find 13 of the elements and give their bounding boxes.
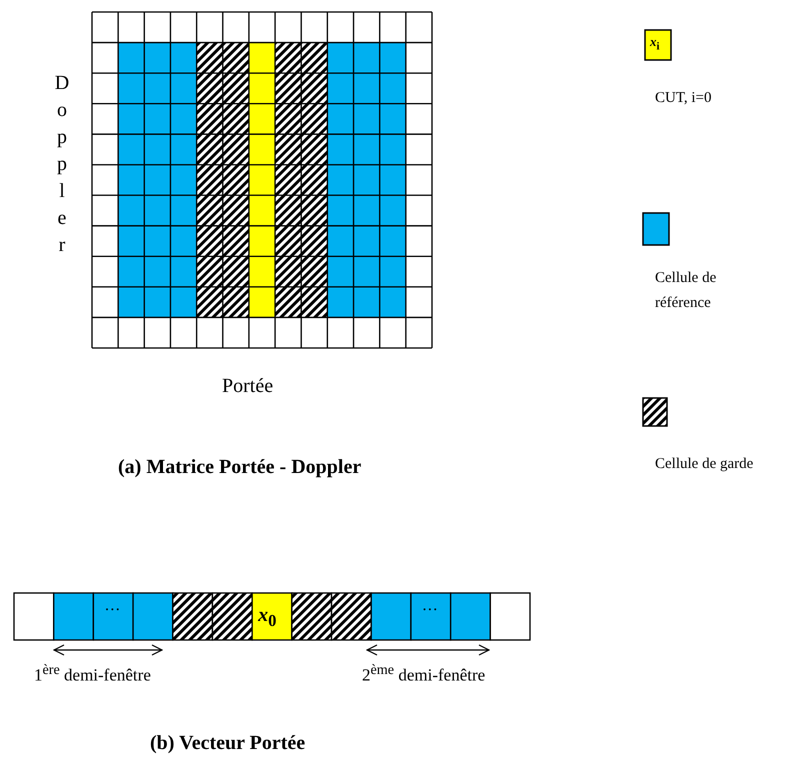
legend-label: Cellule de garde (655, 455, 754, 474)
cell-symbol: x$_{i}$ (650, 34, 660, 53)
axis-label: Doppler (50, 72, 73, 261)
caption: (a) Matrice Portée - Doppler (118, 456, 362, 479)
legend-label: Cellule de référence (655, 269, 718, 313)
legend-label: CUT, i=0 (655, 89, 713, 108)
ellipsis: … (422, 597, 438, 615)
span-label: 2$^{ème}$ demi-fenêtre (362, 662, 486, 686)
caption: (b) Vecteur Portée (150, 732, 306, 755)
cell-symbol: x$_{0}$ (258, 604, 276, 631)
span-label: 1$^{ère}$ demi-fenêtre (34, 662, 151, 686)
ellipsis: … (104, 597, 120, 615)
axis-label: Portée (222, 375, 274, 398)
